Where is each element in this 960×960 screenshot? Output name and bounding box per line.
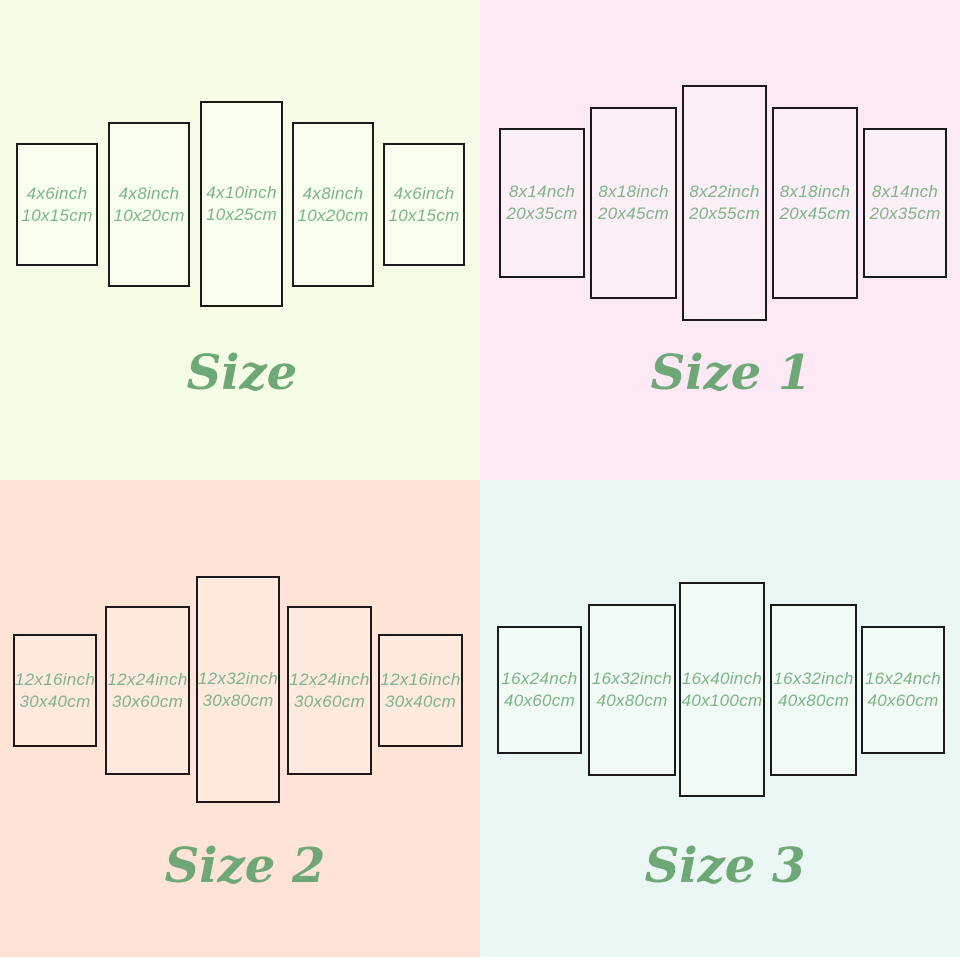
quadrant-size-1: 8x14nch 20x35cm 8x18inch 20x45cm 8x22inc… (480, 0, 960, 480)
panel-size-inch: 4x6inch (26, 183, 88, 203)
panel-size-inch: 4x6inch (393, 183, 455, 203)
bottom-edge-strip (0, 957, 960, 960)
panel-size-cm: 30x40cm (384, 691, 457, 711)
panel-size-cm: 10x20cm (297, 205, 369, 225)
panel-size-cm: 10x15cm (21, 205, 93, 225)
canvas-panel: 16x32inch 40x80cm (588, 604, 676, 776)
panel-size-inch: 16x24nch (501, 669, 578, 688)
panel-size-inch: 8x22inch (689, 182, 760, 201)
panel-size-inch: 12x24inch (107, 669, 188, 689)
canvas-panel: 4x10inch 10x25cm (200, 101, 283, 307)
panel-size-inch: 8x18inch (779, 182, 851, 201)
panel-size-cm: 40x60cm (867, 691, 939, 710)
panel-size-inch: 12x32inch (197, 668, 279, 688)
panel-size-inch: 16x40inch (681, 668, 763, 688)
canvas-panel: 4x8inch 10x20cm (292, 122, 374, 287)
canvas-panel: 12x16inch 30x40cm (378, 634, 463, 747)
panel-size-cm: 40x80cm (596, 691, 668, 710)
panel-size-cm: 20x35cm (869, 204, 941, 223)
quadrant-title: Size (186, 345, 298, 401)
panel-size-inch: 4x8inch (118, 183, 180, 203)
panel-size-inch: 12x16inch (14, 669, 96, 689)
canvas-panel: 16x24nch 40x60cm (861, 626, 945, 754)
panel-size-inch: 4x8inch (302, 183, 364, 203)
panel-size-cm: 10x25cm (205, 205, 278, 224)
canvas-panel: 4x6inch 10x15cm (383, 143, 465, 266)
panel-size-cm: 30x60cm (111, 691, 184, 711)
canvas-panel: 8x14nch 20x35cm (863, 128, 947, 278)
quadrant-title: Size 1 (650, 345, 812, 401)
canvas-panel: 4x8inch 10x20cm (108, 122, 190, 287)
panel-size-inch: 16x24nch (864, 669, 942, 688)
quadrant-size-2: 12x16inch 30x40cm 12x24inch 30x60cm 12x3… (0, 480, 480, 960)
panel-size-inch: 16x32inch (591, 669, 673, 688)
panel-size-cm: 20x35cm (506, 204, 578, 223)
quadrant-size: 4x6inch 10x15cm 4x8inch 10x20cm 4x10inch… (0, 0, 480, 480)
panel-size-cm: 20x45cm (597, 204, 670, 223)
quadrant-title: Size 3 (644, 838, 806, 894)
panel-size-cm: 40x100cm (681, 690, 763, 710)
panel-size-cm: 10x20cm (113, 205, 185, 225)
panel-size-cm: 30x40cm (19, 691, 91, 711)
panel-size-inch: 8x14nch (871, 182, 939, 201)
panel-size-cm: 10x15cm (388, 205, 460, 225)
panel-size-inch: 4x10inch (206, 183, 277, 202)
panel-size-inch: 8x18inch (598, 182, 669, 201)
panel-size-cm: 20x45cm (779, 204, 851, 223)
canvas-panel: 8x18inch 20x45cm (590, 107, 677, 299)
canvas-panel: 8x14nch 20x35cm (499, 128, 585, 278)
quadrant-size-3: 16x24nch 40x60cm 16x32inch 40x80cm 16x40… (480, 480, 960, 960)
canvas-panel: 8x22inch 20x55cm (682, 85, 767, 321)
canvas-panel: 12x32inch 30x80cm (196, 576, 280, 803)
canvas-panel: 12x16inch 30x40cm (13, 634, 97, 747)
canvas-panel: 8x18inch 20x45cm (772, 107, 858, 299)
panel-size-inch: 12x24inch (289, 669, 370, 689)
canvas-panel: 12x24inch 30x60cm (105, 606, 190, 775)
panel-size-cm: 30x60cm (293, 691, 366, 711)
quadrant-title: Size 2 (164, 838, 326, 894)
canvas-panel: 16x40inch 40x100cm (679, 582, 765, 797)
panel-size-inch: 8x14nch (508, 182, 576, 201)
panel-size-inch: 12x16inch (380, 669, 461, 689)
canvas-panel: 12x24inch 30x60cm (287, 606, 372, 775)
panel-size-cm: 20x55cm (688, 204, 761, 223)
panel-size-cm: 40x80cm (777, 691, 850, 710)
canvas-panel: 16x24nch 40x60cm (497, 626, 582, 754)
canvas-panel: 16x32inch 40x80cm (770, 604, 857, 776)
panel-size-cm: 40x60cm (503, 691, 576, 710)
canvas-panel: 4x6inch 10x15cm (16, 143, 98, 266)
panel-size-cm: 30x80cm (202, 690, 274, 710)
panel-size-inch: 16x32inch (773, 669, 854, 688)
